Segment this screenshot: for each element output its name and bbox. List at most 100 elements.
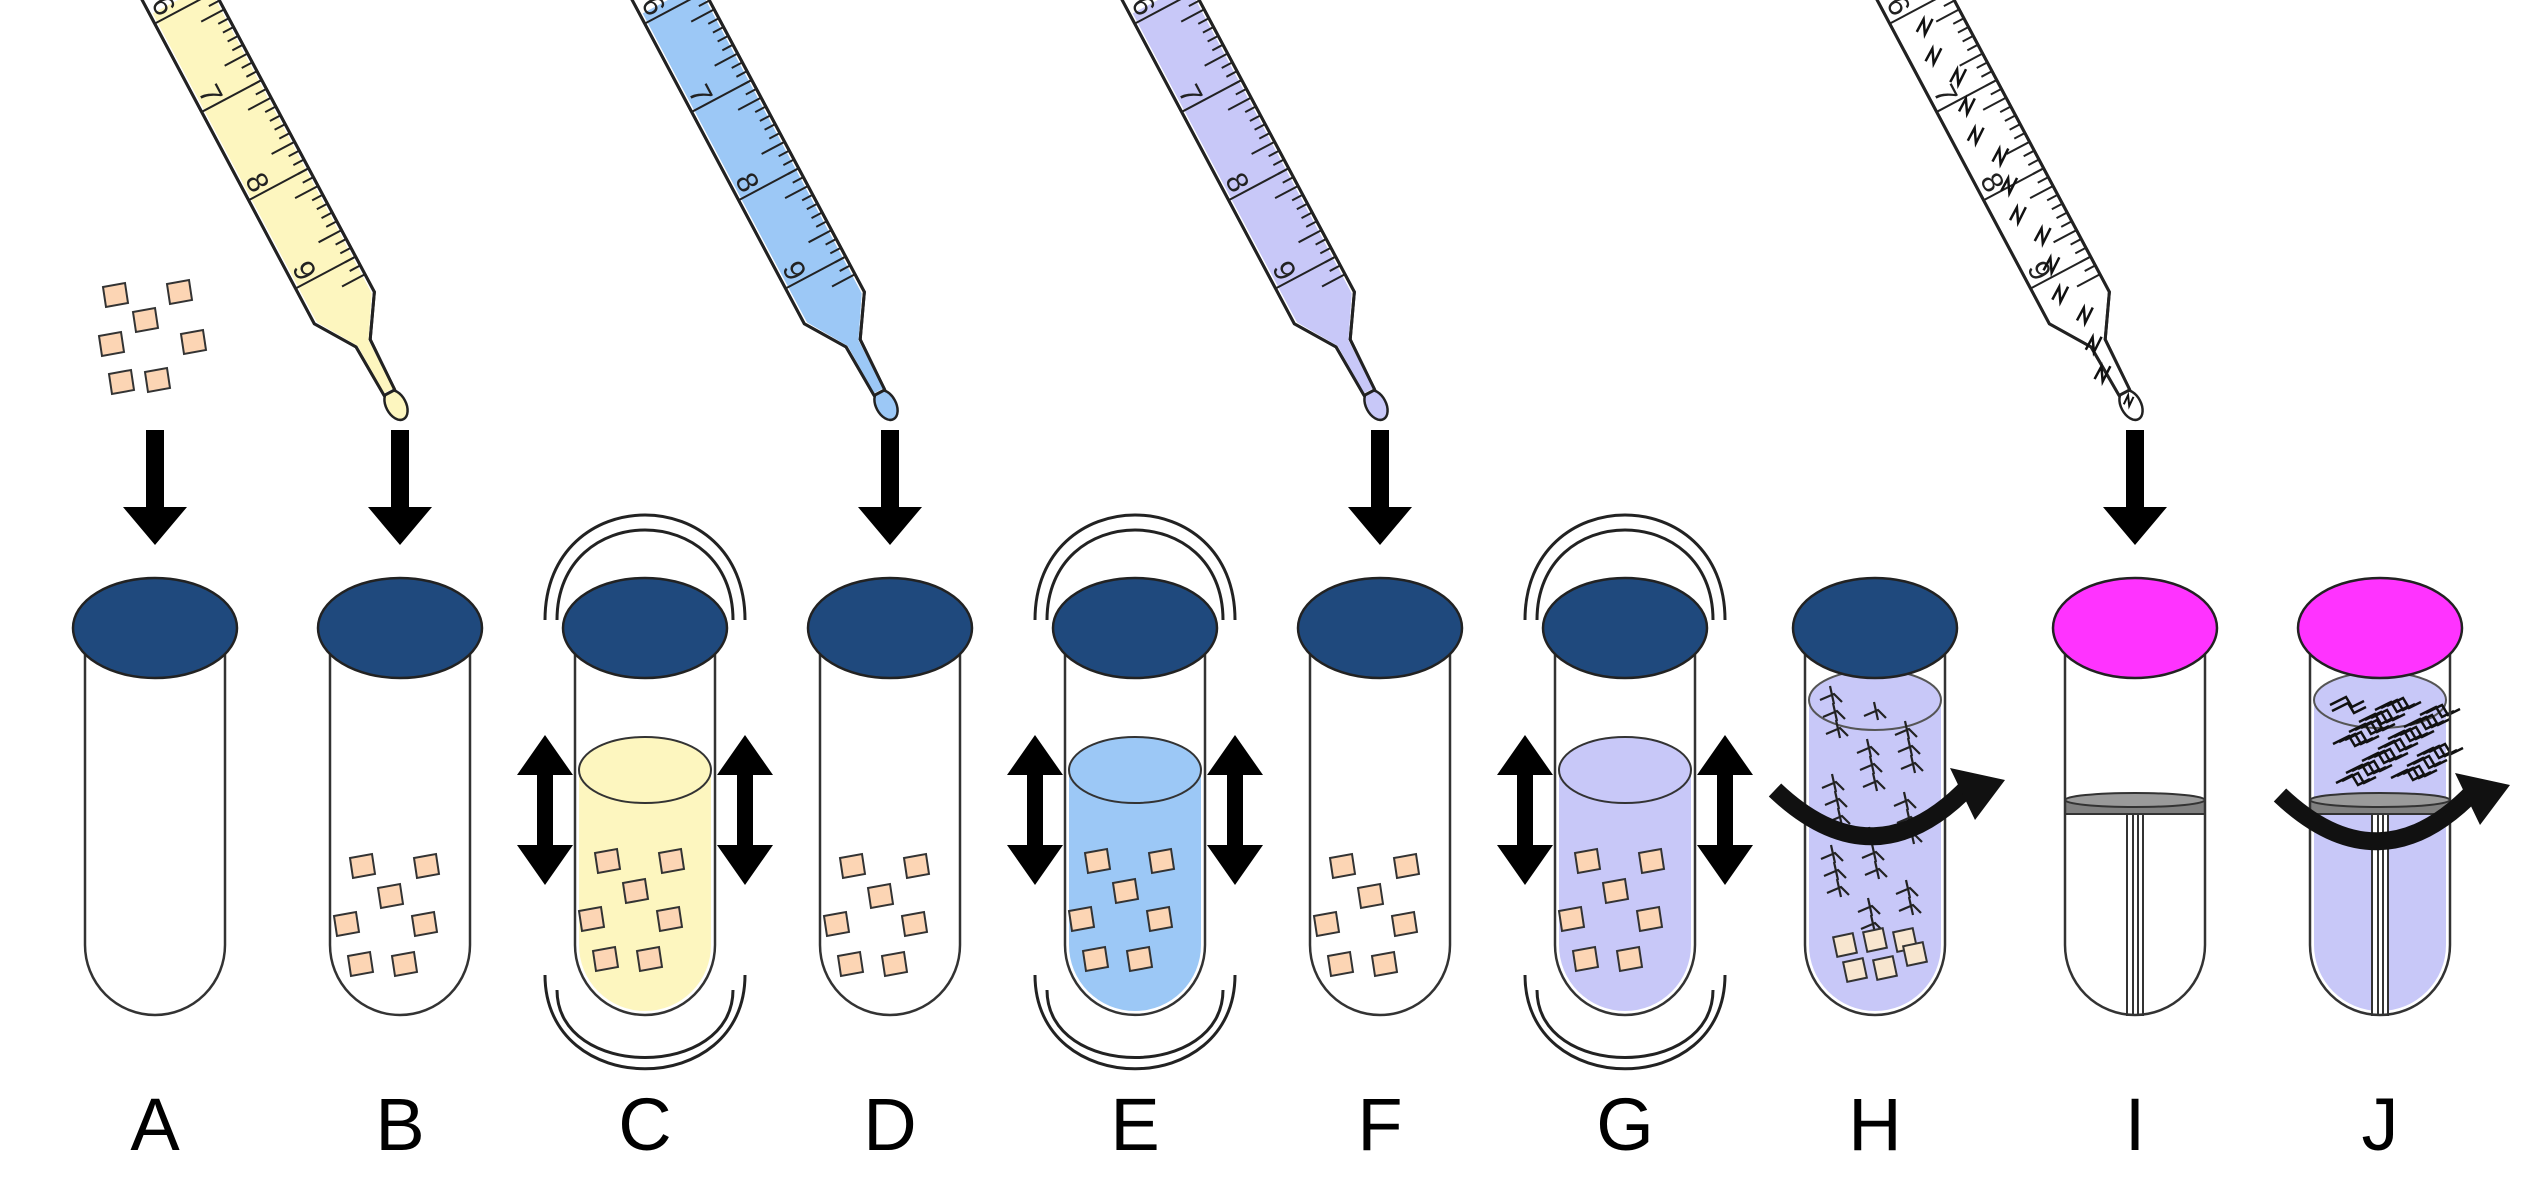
fiber (1863, 701, 1887, 721)
sample-piece (1328, 852, 1357, 880)
step-c: C (517, 513, 773, 1166)
sample-piece (1356, 882, 1385, 910)
falling-pieces (97, 278, 208, 396)
sample-piece (880, 950, 909, 978)
shake-arrow (517, 845, 573, 885)
pipette-liquid (642, 0, 883, 394)
sample-piece (1861, 926, 1889, 954)
sample-piece (1635, 905, 1664, 933)
sample-piece (1145, 905, 1174, 933)
sample-piece (866, 882, 895, 910)
fiber (2042, 253, 2061, 278)
step-label: E (1110, 1083, 1159, 1166)
fiber (1949, 65, 1968, 90)
plunger-rod (2126, 813, 2144, 1016)
sample-piece (376, 882, 405, 910)
sample-piece (101, 281, 130, 309)
down-arrow (1348, 507, 1412, 545)
fiber (1991, 144, 2010, 169)
step-label: G (1596, 1083, 1654, 1166)
sample-piece (1125, 945, 1154, 973)
sample-piece (97, 330, 126, 358)
fiber (1859, 755, 1883, 775)
fiber (1857, 897, 1881, 917)
fiber (1894, 720, 1918, 740)
step-a: A (71, 278, 239, 1166)
tube-cap (71, 576, 239, 680)
fiber (2402, 764, 2438, 778)
step-label: J (2362, 1083, 2399, 1166)
tube (1063, 628, 1207, 1017)
step-g: G (1497, 513, 1753, 1166)
shake-arc-top (555, 528, 735, 621)
liquid-surface (578, 736, 712, 804)
fiber (2370, 708, 2406, 722)
tube (1803, 628, 1947, 1017)
sample-piece (1831, 931, 1859, 959)
shake-arrow (717, 845, 773, 885)
rotate-arrow (1768, 778, 1977, 846)
sample-piece (657, 847, 686, 875)
fiber (1824, 790, 1848, 810)
sample-piece (179, 328, 208, 356)
sample-piece (412, 852, 441, 880)
sample-piece (822, 910, 851, 938)
liquid-surface (1558, 736, 1692, 804)
down-arrow (123, 507, 187, 545)
liquid-surface (1068, 736, 1202, 804)
sample-piece (1326, 950, 1355, 978)
step-label: I (2125, 1083, 2146, 1166)
tube-cap (561, 576, 729, 680)
sample-piece (1615, 945, 1644, 973)
sample-piece (1637, 847, 1666, 875)
sample-piece (836, 950, 865, 978)
tube-cap (2051, 576, 2219, 680)
fiber (2425, 703, 2461, 717)
fiber (2331, 701, 2367, 715)
sample-piece (593, 847, 622, 875)
step-label: A (130, 1083, 180, 1166)
sample-piece (838, 852, 867, 880)
sample-piece (900, 910, 929, 938)
shake-arc-bottom (555, 989, 735, 1059)
fiber (2399, 725, 2435, 739)
fiber (1895, 879, 1919, 899)
sample-piece (143, 366, 172, 394)
sample-piece (1370, 950, 1399, 978)
fiber (1966, 123, 1985, 148)
step-label: D (863, 1083, 916, 1166)
tube-cap (316, 576, 484, 680)
tube-cap (1541, 576, 1709, 680)
fiber (2341, 771, 2377, 785)
down-arrow (368, 507, 432, 545)
sample-piece (1067, 905, 1096, 933)
shake-arc-top (1535, 528, 1715, 621)
down-arrow (858, 507, 922, 545)
step-label: H (1848, 1083, 1901, 1166)
tube (573, 628, 717, 1017)
step-label: F (1357, 1083, 1402, 1166)
fiber (1898, 896, 1922, 916)
fiber (2415, 713, 2451, 727)
step-j: J (2273, 576, 2510, 1166)
tube (1553, 628, 1697, 1017)
rotate-arrow (2273, 783, 2482, 851)
sample-piece (1557, 905, 1586, 933)
sample-piece (332, 910, 361, 938)
sample-piece (591, 945, 620, 973)
sample-piece (346, 950, 375, 978)
sample-piece (1571, 945, 1600, 973)
sample-piece (1312, 910, 1341, 938)
tube (1308, 628, 1452, 1017)
pipette-liquid (1132, 0, 1373, 394)
fiber (1893, 791, 1917, 811)
fiber (1864, 860, 1888, 880)
sample-piece (107, 368, 136, 396)
